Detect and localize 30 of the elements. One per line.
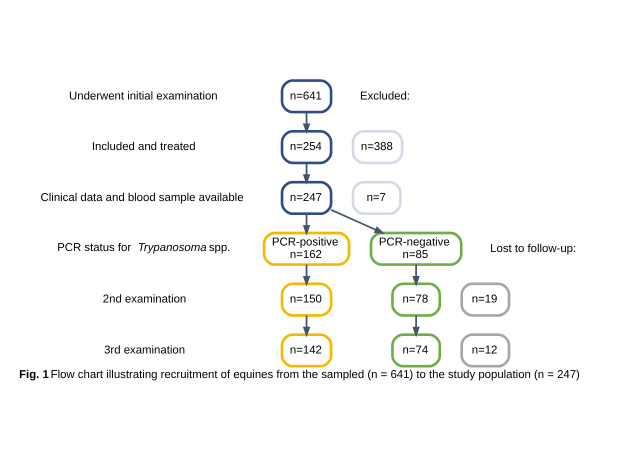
node-box: n=7: [352, 180, 402, 215]
arrow: [302, 213, 310, 236]
node-box: n=150: [280, 282, 332, 316]
arrow: [330, 208, 385, 234]
node-box: PCR-negative n=85: [370, 231, 463, 266]
arrow: [412, 264, 420, 286]
arrow: [302, 314, 310, 337]
arrow: [412, 314, 420, 337]
label: Underwent initial examination: [69, 90, 218, 102]
arrow: [302, 112, 310, 134]
label: 2nd examination: [102, 293, 186, 306]
label: PCR status for Trypanosoma spp.: [57, 241, 230, 254]
node-box: n=641: [280, 78, 332, 113]
node-box: n=247: [280, 180, 332, 215]
arrow: [302, 264, 310, 286]
node-box: n=19: [460, 282, 510, 316]
label: Lost to follow-up:: [490, 242, 576, 254]
node-box: n=142: [280, 332, 332, 368]
node-box: n=12: [460, 332, 510, 368]
label: Included and treated: [92, 140, 196, 153]
node-box: n=254: [280, 130, 332, 164]
node-box: n=388: [352, 130, 404, 164]
node-box: n=78: [391, 282, 442, 316]
node-box: n=74: [391, 332, 442, 368]
label: Clinical data and blood sample available: [40, 191, 244, 204]
node-box: PCR-positive n=162: [262, 231, 350, 266]
caption: Fig. 1 Flow chart illustrating recruitment of equines from the sampled (n = 641) to the study population (n = 247): [19, 368, 580, 380]
label: Excluded:: [360, 90, 410, 102]
arrow: [302, 162, 310, 184]
label: 3rd examination: [104, 344, 186, 356]
